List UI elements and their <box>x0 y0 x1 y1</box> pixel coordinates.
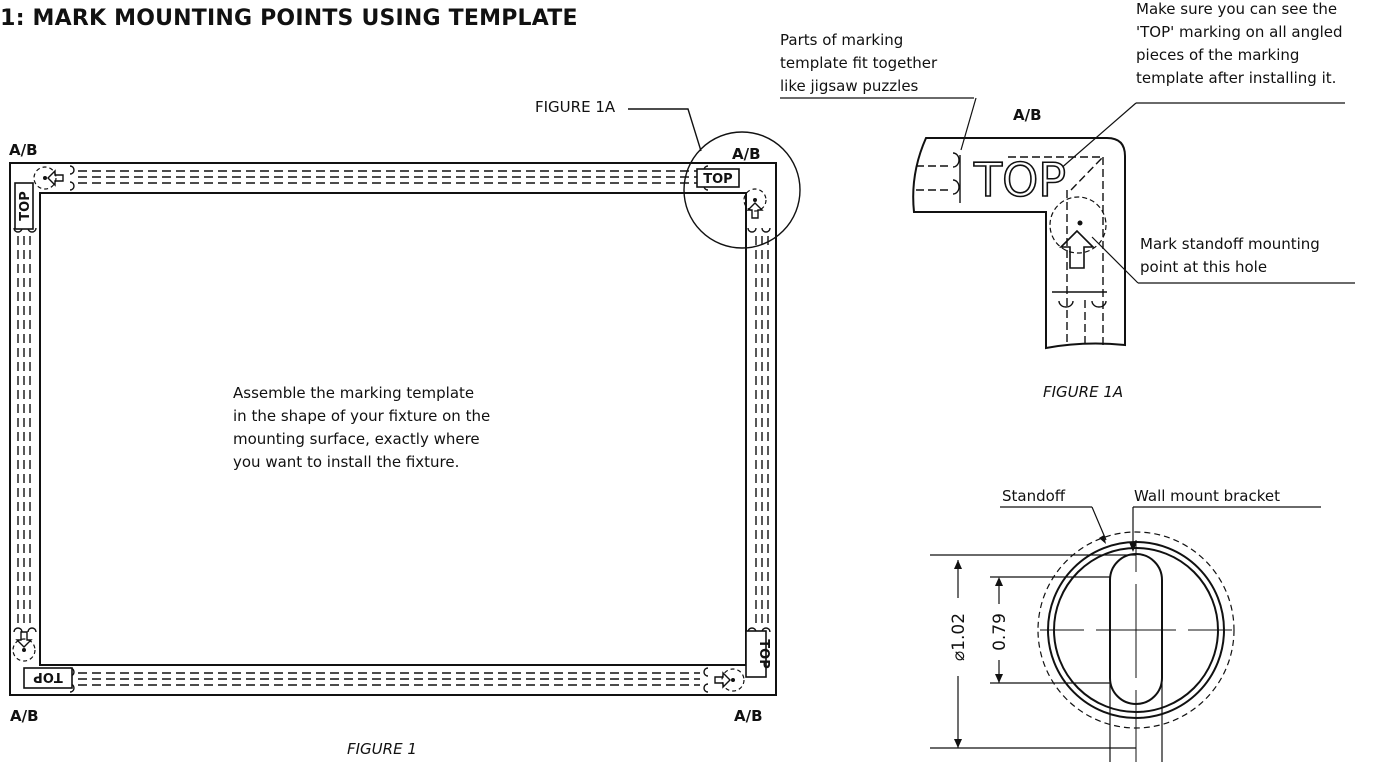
template-frame <box>9 162 777 696</box>
callout-mark-hole: Mark standoff mounting point at this hol… <box>1140 233 1320 279</box>
center-lines <box>1040 540 1232 762</box>
callout-line: point at this hole <box>1140 258 1268 276</box>
bracket-label: Wall mount bracket <box>1134 487 1281 505</box>
frame-top-stamps: TOP TOP TOP TOP <box>18 172 771 684</box>
detail-leaders <box>1000 506 1321 548</box>
callout-line: template after installing it. <box>1136 69 1337 87</box>
top-stamp-upper-right: TOP <box>703 172 732 187</box>
callout-jigsaw: Parts of marking template fit together l… <box>780 29 937 98</box>
corner-label-upper-right: A/B <box>732 145 761 163</box>
instruction-line: mounting surface, exactly where <box>233 430 480 448</box>
inner-width-dimension: 0.79 <box>990 613 1010 651</box>
top-stamp-lower-right: TOP <box>756 639 771 668</box>
corner-piece <box>912 137 1126 350</box>
corner-label-lower-right: A/B <box>734 707 763 725</box>
frame-inner-edge <box>39 192 747 666</box>
direction-arrows <box>15 169 764 689</box>
standoff-hole <box>1077 220 1083 226</box>
top-stamp-lower-left: TOP <box>33 669 62 684</box>
instruction-line: Assemble the marking template <box>233 384 475 402</box>
corner-piece-guides <box>916 156 1104 345</box>
instruction-line: in the shape of your fixture on the <box>233 407 491 425</box>
step-heading: P 1: MARK MOUNTING POINTS USING TEMPLATE <box>0 6 578 31</box>
figure1a-corner-label: A/B <box>1013 106 1042 124</box>
corner-hole-circles <box>12 166 767 692</box>
figure1a-top-stamp: TOP <box>973 153 1066 207</box>
figure1a-detail-circle <box>683 131 801 249</box>
frame-top-stamp-boxes <box>14 168 767 689</box>
callout-line: pieces of the marking <box>1136 46 1300 64</box>
callout-line: like jigsaw puzzles <box>780 77 919 95</box>
corner-piece-outline <box>912 137 1126 350</box>
up-arrow <box>1059 229 1095 269</box>
callout-line: Make sure you can see the <box>1136 0 1338 18</box>
corner-label-lower-left: A/B <box>10 707 39 725</box>
standoff-label: Standoff <box>1002 487 1066 505</box>
outer-diameter-dimension: ⌀1.02 <box>949 613 969 661</box>
corner-label-upper-left: A/B <box>9 141 38 159</box>
frame-outer-edge <box>9 162 777 696</box>
callout-line: 'TOP' marking on all angled <box>1136 23 1343 41</box>
bracket-slot <box>1109 553 1163 705</box>
mount-detail <box>930 506 1321 762</box>
leader-arrowheads <box>954 535 1137 748</box>
corner-piece-jigsaw <box>952 152 1107 308</box>
figure1a-leaders <box>780 97 1355 284</box>
top-stamp-upper-left: TOP <box>18 191 33 220</box>
figure1a-caption: FIGURE 1A <box>1043 383 1124 401</box>
figure1a-pointer-label: FIGURE 1A <box>535 98 616 116</box>
figure1-caption: FIGURE 1 <box>347 740 417 758</box>
assembly-instruction: Assemble the marking template in the sha… <box>233 382 490 474</box>
instruction-line: you want to install the fixture. <box>233 453 460 471</box>
standoff-hole-circle <box>1049 196 1107 254</box>
frame-dashed-guides <box>17 170 769 686</box>
dimension-lines <box>930 554 1163 762</box>
figure1a-leader <box>628 108 702 152</box>
callout-line: Parts of marking <box>780 31 904 49</box>
callout-line: template fit together <box>780 54 938 72</box>
callout-top-marking: Make sure you can see the 'TOP' marking … <box>1136 0 1343 90</box>
corner-hole-dots <box>22 176 757 682</box>
callout-line: Mark standoff mounting <box>1140 235 1320 253</box>
